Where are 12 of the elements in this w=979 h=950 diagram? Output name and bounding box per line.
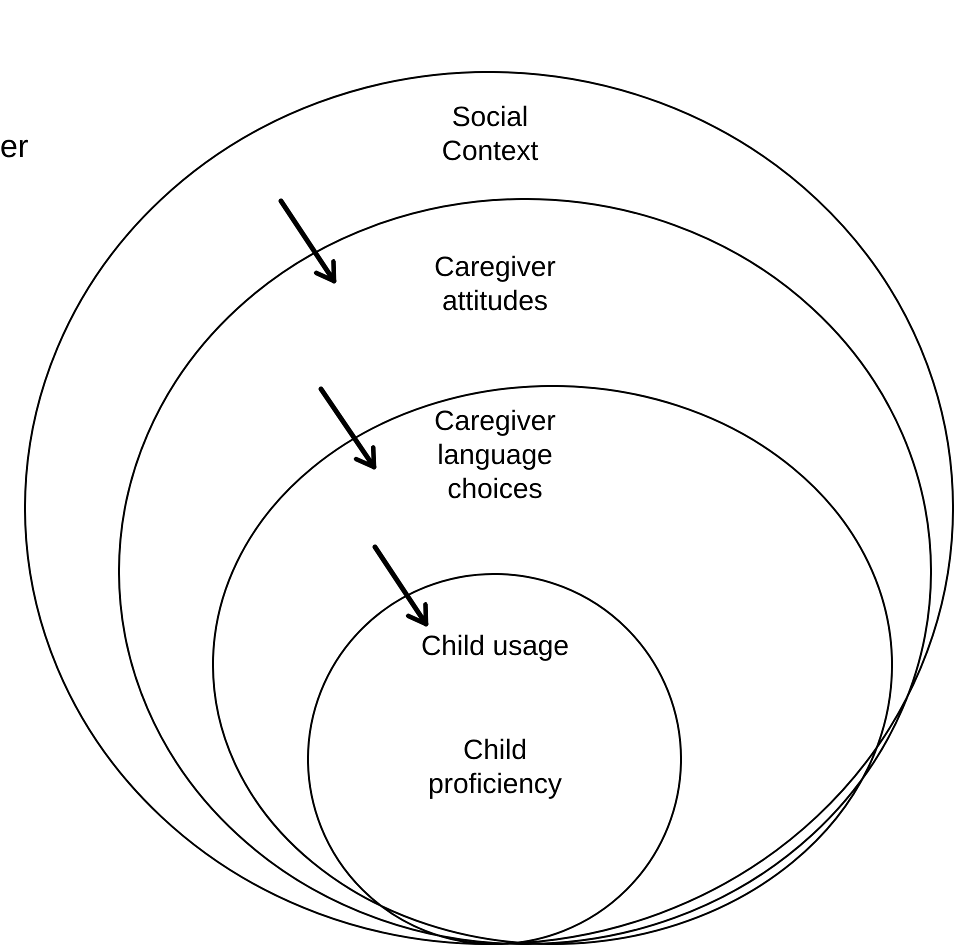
partial-text: er	[0, 128, 28, 165]
region-label: Child proficiency	[427, 733, 563, 802]
arrow	[372, 544, 428, 626]
arrow	[318, 386, 376, 470]
circle-region	[212, 385, 893, 945]
circle-region	[307, 573, 682, 945]
region-label: Child usage	[420, 629, 570, 663]
region-label: Caregiver language choices	[433, 404, 557, 506]
circle-region	[118, 198, 932, 945]
region-label: Caregiver attitudes	[433, 250, 557, 318]
region-label: Social Context	[440, 100, 540, 168]
arrow	[278, 198, 336, 284]
